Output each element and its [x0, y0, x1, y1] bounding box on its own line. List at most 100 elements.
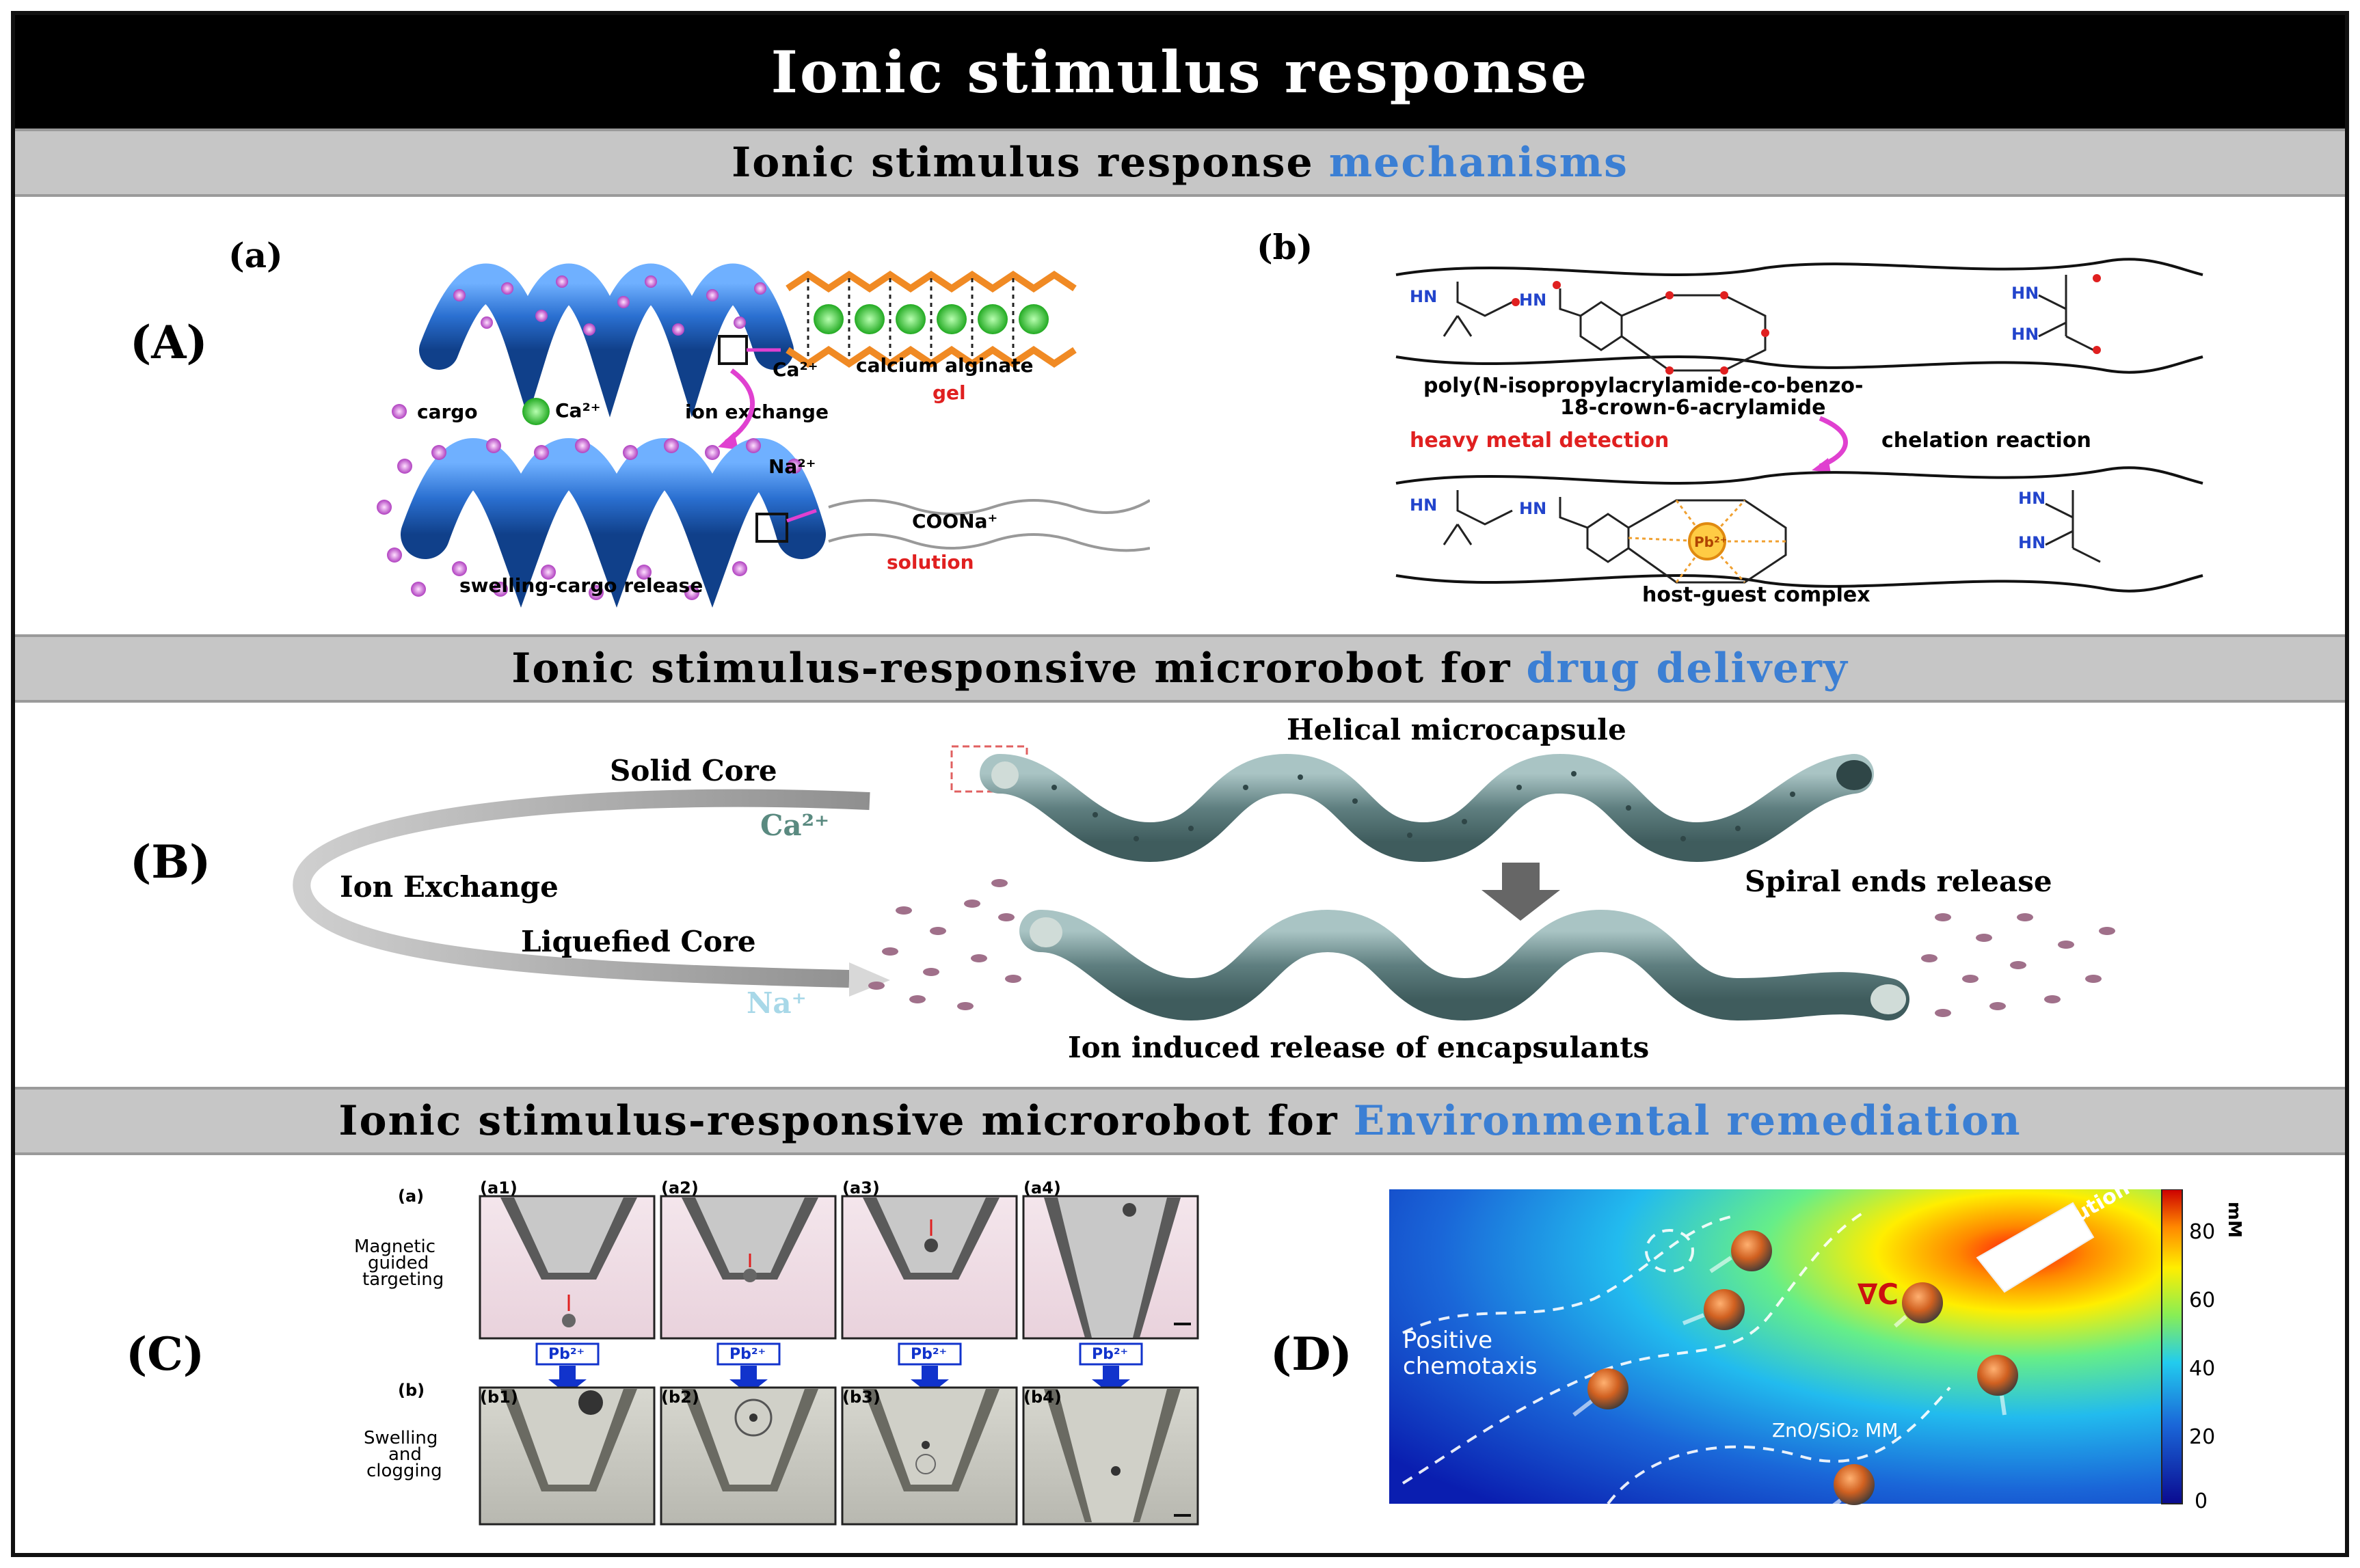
panel-label-c: (C) — [126, 1327, 204, 1381]
svg-text:Pb²⁺: Pb²⁺ — [1092, 1346, 1128, 1363]
section-header-text: Ionic stimulus response — [732, 139, 1314, 187]
svg-text:60: 60 — [2189, 1288, 2215, 1312]
svg-text:40: 40 — [2189, 1357, 2215, 1381]
released-encapsulants — [868, 879, 2115, 1017]
motor-trails — [1572, 1256, 2007, 1513]
image-frame-b2 — [660, 1386, 837, 1526]
image-frame-a1 — [479, 1195, 656, 1340]
image-frame-b4 — [1022, 1386, 1199, 1526]
section-header-drug-delivery: Ionic stimulus-responsive microrobot for… — [15, 634, 2345, 703]
svg-text:(b3): (b3) — [842, 1388, 881, 1407]
helix-end-liquefied — [1870, 984, 1906, 1014]
row-b-label: (b) — [398, 1381, 425, 1400]
image-frame-a4 — [1022, 1195, 1199, 1340]
row-b-text-3: clogging — [366, 1461, 442, 1481]
structure-top — [1443, 275, 2094, 372]
pb-arrow-labels: Pb²⁺ Pb²⁺ Pb²⁺ Pb²⁺ — [548, 1346, 1128, 1363]
svg-text:HN: HN — [1519, 290, 1546, 310]
row-a-text-2: guided — [368, 1253, 429, 1273]
helix-tube-specks — [1051, 771, 1795, 841]
image-frame-a2 — [660, 1195, 837, 1340]
svg-text:Pb²⁺: Pb²⁺ — [548, 1346, 585, 1363]
ion-exchange-label: ion exchange — [685, 401, 829, 423]
cargo-legend-label: cargo — [417, 401, 478, 423]
helix-start-solid — [991, 761, 1019, 789]
chemotaxis-label: chemotaxis — [1403, 1353, 1538, 1380]
zoom-box-bottom — [755, 513, 788, 543]
helical-microcapsule-label: Helical microcapsule — [1287, 713, 1626, 746]
section-header-highlight: drug delivery — [1526, 645, 1849, 692]
crown-ether-chemistry-diagram: HN HN HN HN poly(N-isopropylacrylamide-c… — [1395, 258, 2203, 607]
row-b-text-1: Swelling — [364, 1428, 438, 1448]
svg-text:Pb²⁺: Pb²⁺ — [729, 1346, 766, 1363]
co2-needle — [1976, 1202, 2095, 1293]
section-header-highlight: Environmental remediation — [1353, 1097, 2022, 1145]
calcium-alginate-chains — [786, 270, 1077, 368]
flow-boundary-lines — [1402, 1208, 1951, 1505]
svg-text:HN: HN — [2011, 284, 2039, 303]
zoom-arrow-bottom — [786, 509, 817, 523]
solution-label: solution — [887, 551, 974, 573]
ion-exchange-arrow — [724, 368, 755, 444]
colorbar-unit: mM — [2224, 1202, 2244, 1238]
pb-arrows — [535, 1342, 1143, 1394]
image-frame-b3 — [841, 1386, 1018, 1526]
helix-end-solid — [1836, 760, 1872, 790]
sub-label-a: (a) — [228, 235, 283, 275]
svg-text:Pb²⁺: Pb²⁺ — [911, 1346, 947, 1363]
svg-text:HN: HN — [1410, 287, 1437, 306]
zoom-box-top — [718, 335, 748, 365]
panel-label-b: (B) — [130, 835, 211, 889]
chemotaxis-heatmap: CO₂ solution ∇C Positive chemotaxis ZnO/… — [1389, 1189, 2244, 1513]
svg-text:HN: HN — [1519, 499, 1546, 518]
polymer-backbone-bottom — [1395, 466, 2203, 593]
panel-label-d: (D) — [1270, 1327, 1352, 1381]
ca-ion-label: Ca²⁺ — [760, 809, 829, 842]
swelling-label: swelling-cargo release — [459, 574, 703, 597]
row-a-label: (a) — [398, 1187, 424, 1206]
svg-text:(b1): (b1) — [480, 1388, 518, 1407]
na-ion-label: Na⁺ — [747, 986, 807, 1020]
coona-label: COONa⁺ — [912, 510, 997, 532]
row-a-text-3: targeting — [362, 1269, 444, 1290]
top-frame-labels: (a1) (a2) (a3) (a4) — [480, 1178, 1061, 1198]
gel-label: gel — [933, 381, 966, 404]
oxygen-dots-top — [1512, 274, 2101, 375]
svg-text:0: 0 — [2195, 1489, 2208, 1513]
lead-ion — [1688, 522, 1726, 560]
bottom-frame-labels: (b1) (b2) (b3) (b4) — [480, 1388, 1062, 1407]
solid-core-label: Solid Core — [610, 754, 777, 787]
alginate-ion-exchange-diagram: Ca²⁺ calcium alginate gel cargo Ca²⁺ ion… — [377, 263, 1150, 608]
figure-frame: Ionic stimulus response Ionic stimulus r… — [11, 11, 2349, 1557]
chelation-arrow — [1819, 416, 1848, 469]
ion-induced-label: Ion induced release of encapsulants — [1068, 1031, 1649, 1064]
colorbar-ticks: 80 60 40 20 0 — [2189, 1220, 2215, 1513]
svg-text:(b2): (b2) — [661, 1388, 699, 1407]
cargo-dots-released — [377, 438, 802, 600]
ion-exchange-arrowhead — [718, 432, 738, 450]
chelation-arrowhead — [1812, 458, 1831, 473]
solution-chain-2 — [828, 533, 1150, 552]
colorbar — [2161, 1189, 2183, 1504]
positive-label: Positive — [1403, 1327, 1492, 1354]
helix-top — [419, 263, 794, 418]
section-header-text: Ionic stimulus-responsive microrobot for — [511, 645, 1512, 692]
svg-text:HN: HN — [2011, 325, 2039, 344]
svg-text:(b4): (b4) — [1023, 1388, 1062, 1407]
section-header-text: Ionic stimulus-responsive microrobot for — [338, 1097, 1339, 1145]
row-b-text-2: and — [388, 1444, 422, 1465]
sub-label-b: (b) — [1257, 227, 1313, 267]
image-frame-b1 — [479, 1386, 656, 1526]
gradient-label: ∇C — [1858, 1278, 1899, 1311]
chelation-label: chelation reaction — [1881, 429, 2091, 452]
ion-exchange-arc-head — [849, 962, 890, 997]
polymer-backbone-top — [1395, 258, 2203, 374]
svg-text:(a4): (a4) — [1023, 1178, 1061, 1198]
svg-text:(a1): (a1) — [480, 1178, 518, 1198]
helix-start-liquefied — [1030, 917, 1062, 947]
ion-exchange-text: Ion Exchange — [340, 870, 559, 904]
section-header-mechanisms: Ionic stimulus response mechanisms — [15, 129, 2345, 197]
down-arrow — [1481, 863, 1560, 921]
ion-exchange-arc — [293, 789, 870, 988]
spiral-ends-label: Spiral ends release — [1745, 865, 2052, 898]
